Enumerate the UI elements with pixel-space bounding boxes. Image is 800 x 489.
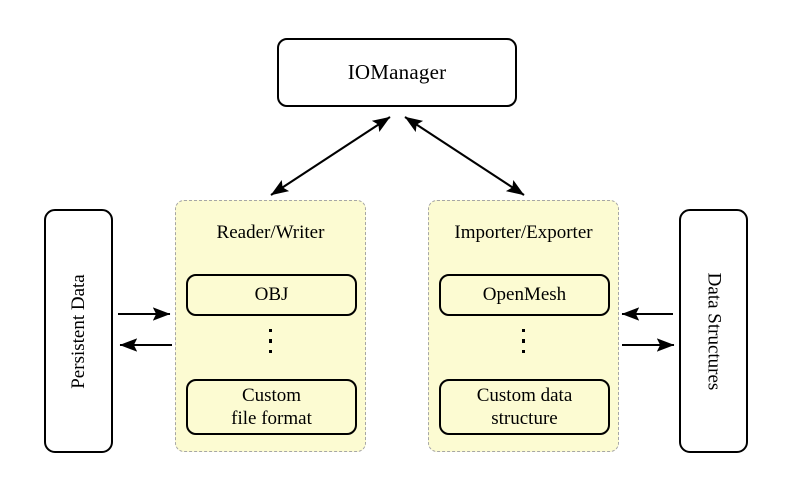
- node-custom-file-format-line1: Custom: [241, 384, 302, 406]
- node-obj-line1: OBJ: [254, 284, 289, 306]
- node-persistent-data[interactable]: Persistent Data: [44, 209, 113, 453]
- node-custom-file-format[interactable]: Custom file format: [186, 379, 357, 435]
- iomanager-label: IOManager: [347, 60, 447, 84]
- data-structures-label: Data Structures: [703, 272, 724, 390]
- arrow-manager-importerexporter: [404, 116, 525, 196]
- node-openmesh-line1: OpenMesh: [482, 284, 567, 306]
- panel-reader-writer[interactable]: Reader/Writer OBJ Custom file format: [175, 200, 366, 452]
- node-obj[interactable]: OBJ: [186, 274, 357, 316]
- node-iomanager[interactable]: IOManager: [277, 38, 517, 107]
- panel-reader-writer-title: Reader/Writer: [216, 222, 325, 243]
- reader-writer-ellipsis-icon: [176, 329, 365, 354]
- node-custom-data-structure-line1: Custom data: [476, 384, 573, 406]
- arrow-manager-readerwriter: [270, 116, 391, 196]
- node-openmesh[interactable]: OpenMesh: [439, 274, 610, 316]
- panel-importer-exporter[interactable]: Importer/Exporter OpenMesh Custom data s…: [428, 200, 619, 452]
- node-custom-data-structure-line2: structure: [491, 408, 558, 429]
- node-custom-file-format-line2: file format: [231, 408, 312, 429]
- importer-exporter-ellipsis-icon: [429, 329, 618, 354]
- persistent-data-label: Persistent Data: [68, 273, 90, 389]
- node-data-structures[interactable]: Data Structures: [679, 209, 748, 453]
- panel-importer-exporter-title: Importer/Exporter: [454, 222, 593, 243]
- node-custom-data-structure[interactable]: Custom data structure: [439, 379, 610, 435]
